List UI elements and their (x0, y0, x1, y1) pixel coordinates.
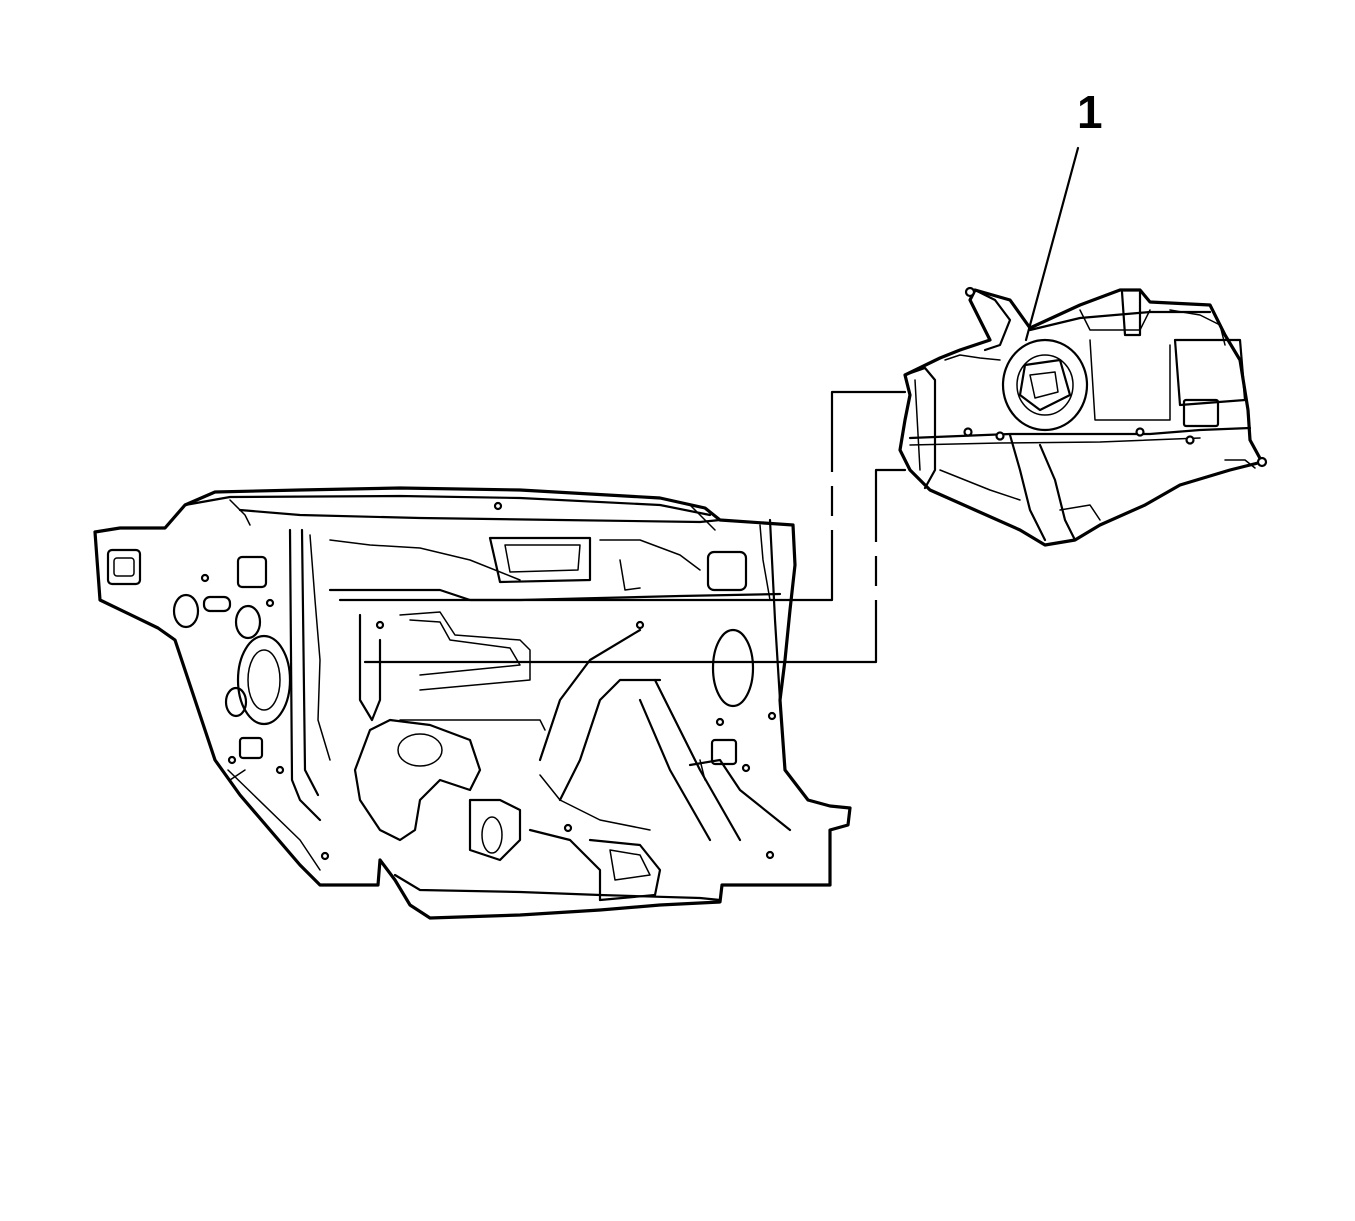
hvac-module-assembly (898, 286, 1268, 547)
callout-1-label: 1 (1077, 86, 1103, 138)
dash-panel-structure (93, 486, 852, 920)
bolt-holes (200, 501, 777, 861)
alignment-lines (338, 390, 907, 664)
callout-1-leader (1024, 146, 1080, 342)
